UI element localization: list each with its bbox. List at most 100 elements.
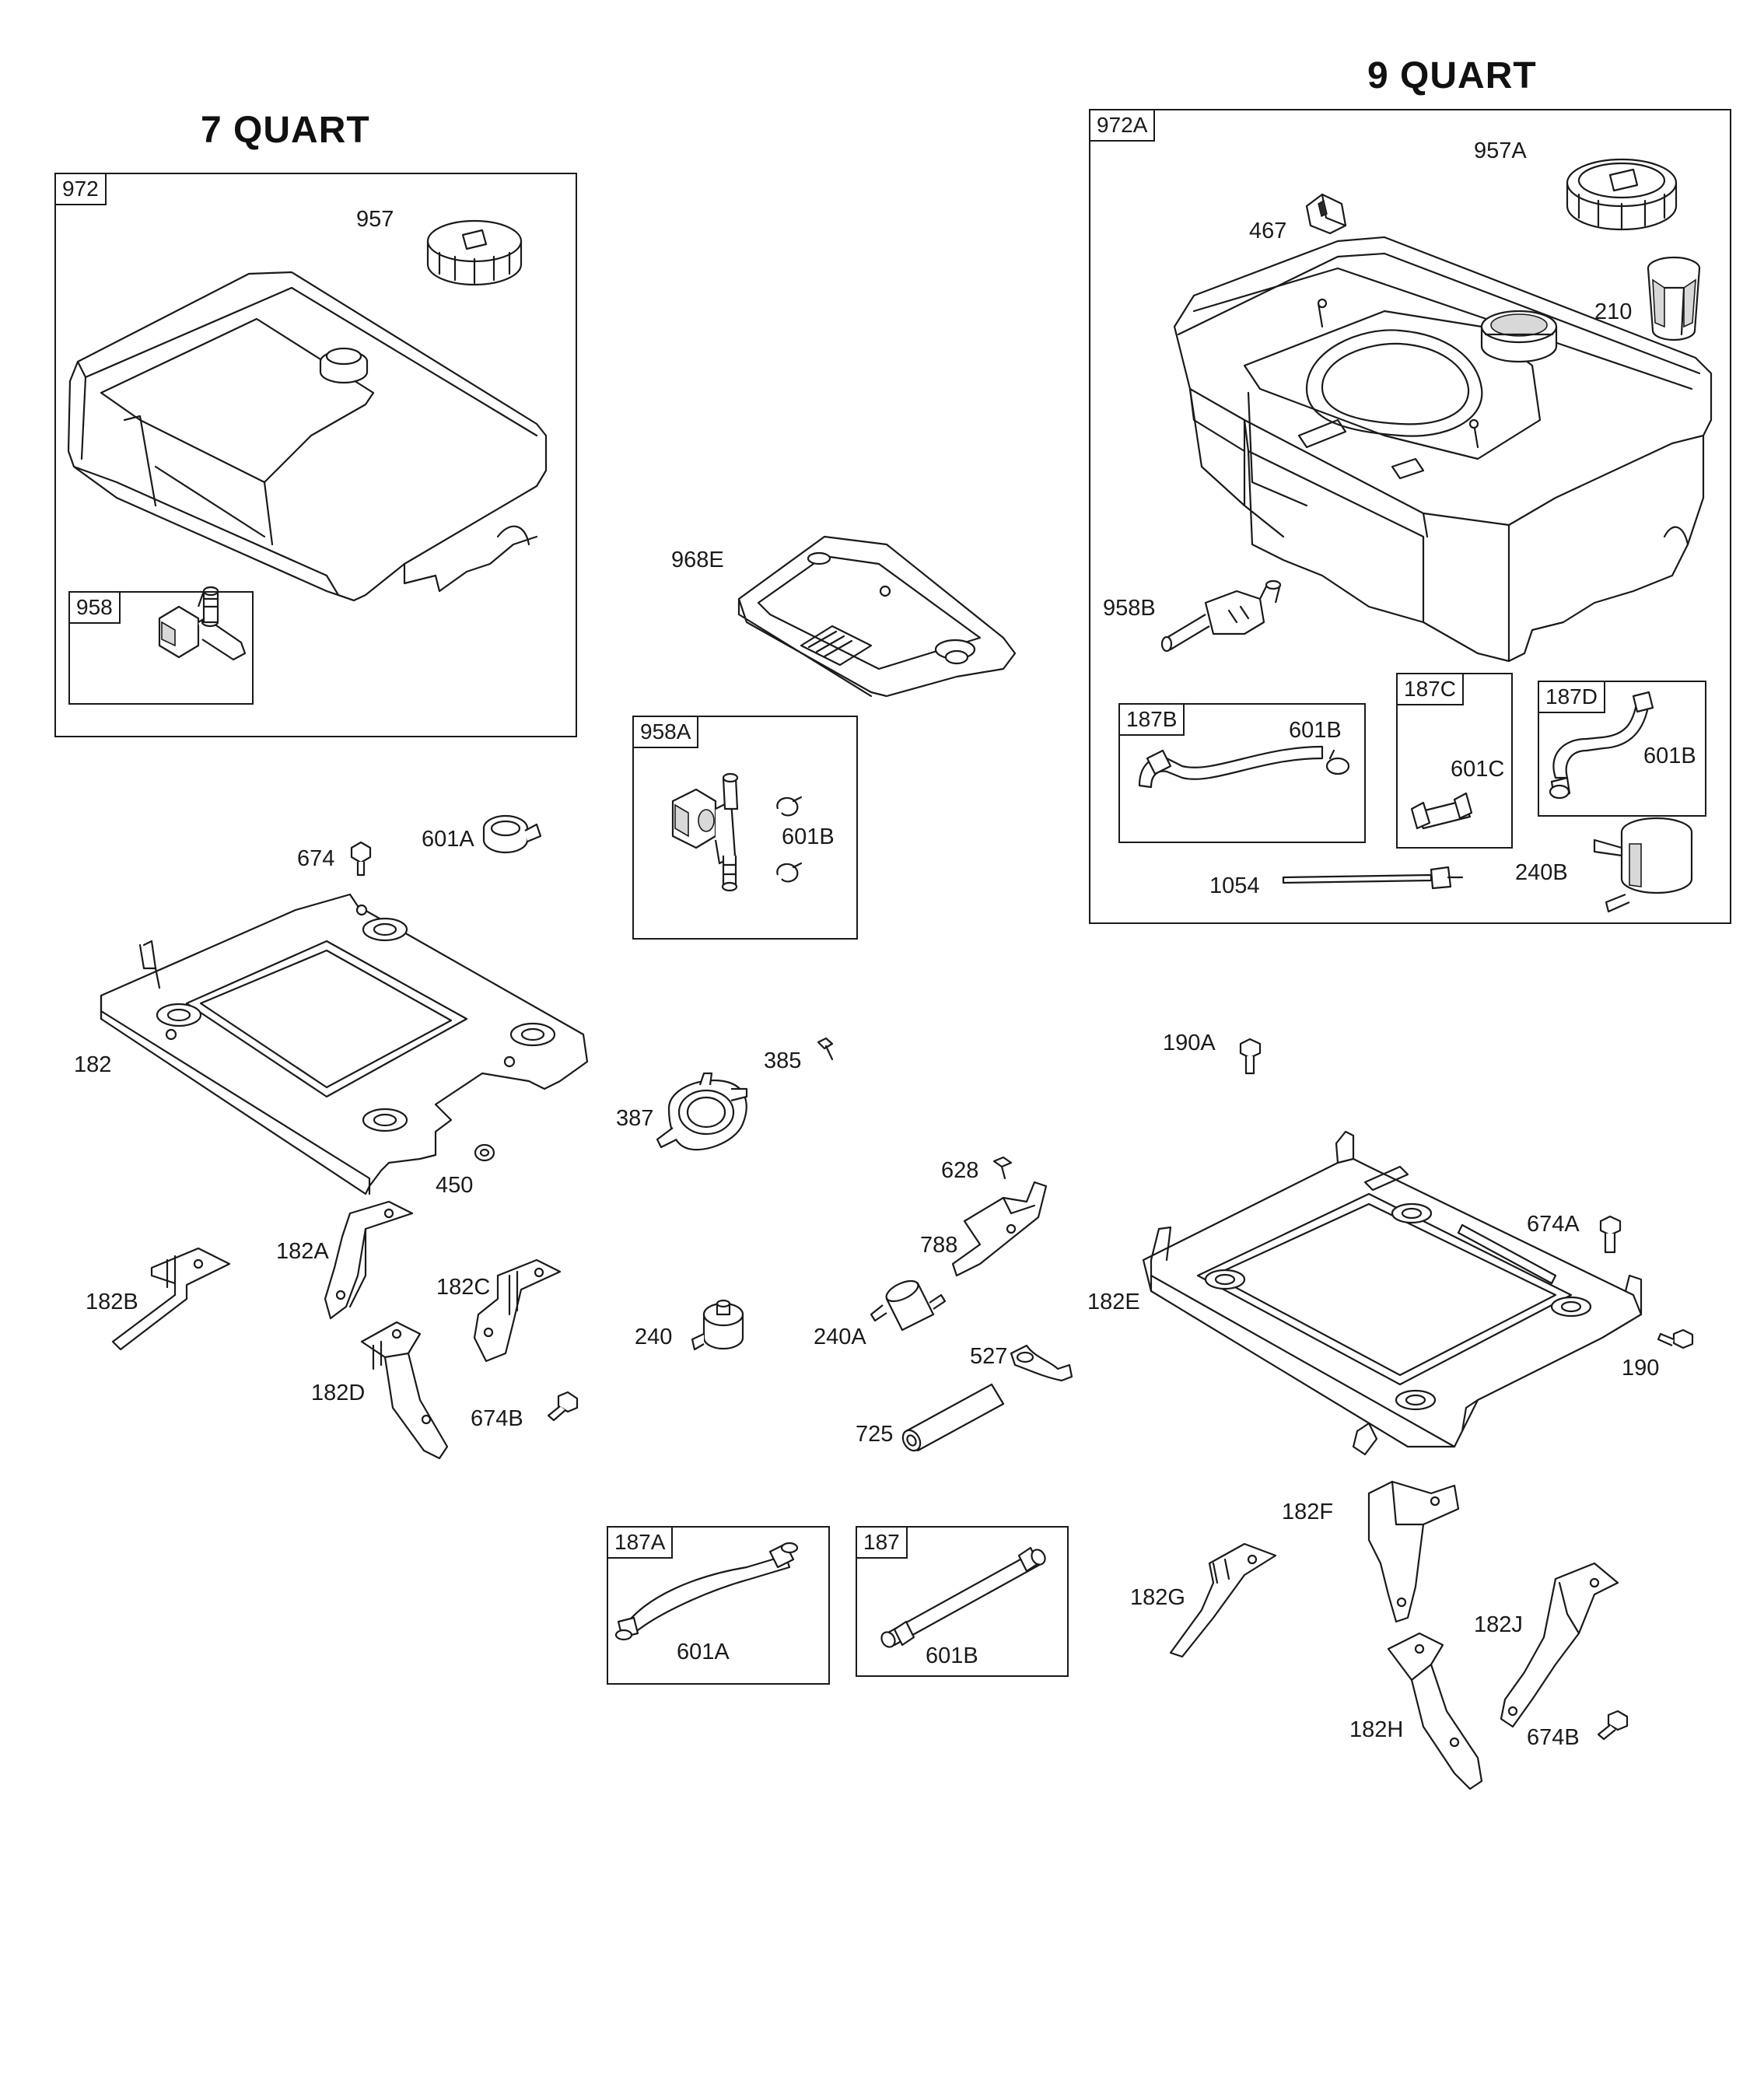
box-label-958A: 958A [632, 716, 699, 748]
fuel-line-187A [616, 1543, 797, 1640]
fuel-shutoff-valve-958B [1162, 581, 1280, 651]
group-box-972: 972 [54, 173, 577, 737]
callout-182G: 182G [1130, 1585, 1185, 1610]
callout-968E: 968E [671, 548, 724, 572]
box-label-187A: 187A [607, 1526, 674, 1559]
box-label-972: 972 [54, 173, 107, 205]
bolt-674 [352, 842, 370, 875]
callout-674A: 674A [1527, 1212, 1580, 1237]
bolt-674A [1601, 1216, 1620, 1252]
box-label-187C: 187C [1396, 673, 1464, 705]
box-label-972A: 972A [1089, 109, 1156, 142]
callout-240: 240 [635, 1325, 673, 1349]
callout-601B-958A: 601B [782, 824, 835, 849]
bracket-182C [474, 1260, 560, 1361]
mounting-frame-182E [1143, 1132, 1641, 1454]
clamp-527 [1011, 1346, 1072, 1381]
bracket-182D [362, 1322, 447, 1458]
callout-182F: 182F [1282, 1500, 1334, 1524]
box-label-187B: 187B [1118, 703, 1185, 736]
tube-725 [899, 1384, 1003, 1454]
callout-190: 190 [1622, 1356, 1660, 1381]
fuel-line-187C [1412, 793, 1472, 828]
callout-601B-187: 601B [926, 1643, 978, 1668]
bolt-674B-9-quart [1598, 1711, 1627, 1739]
group-box-187B: 187B [1118, 703, 1366, 843]
group-box-187A: 187A [607, 1526, 830, 1685]
heading-9-quart: 9 QUART [1367, 55, 1537, 96]
callout-182A: 182A [276, 1239, 329, 1264]
bracket-182B [113, 1248, 229, 1349]
box-label-187D: 187D [1538, 681, 1605, 713]
hose-clamp-601A [484, 816, 541, 852]
callout-674: 674 [297, 846, 335, 871]
callout-674B: 674B [471, 1406, 523, 1431]
fuel-strainer-210 [1648, 257, 1699, 340]
fuel-line-187B [1139, 747, 1349, 787]
callout-190A: 190A [1163, 1031, 1216, 1055]
hose-clamp-601B [777, 797, 801, 881]
callout-182B: 182B [86, 1290, 138, 1314]
callout-601A: 601A [422, 827, 474, 852]
mounting-plate-182 [101, 894, 587, 1194]
fuel-tank-9-quart [1174, 237, 1711, 661]
fuel-tank-7-quart [68, 272, 546, 600]
fuel-filter-240A [871, 1277, 945, 1330]
heading-7-quart: 7 QUART [201, 110, 370, 151]
callout-601B-187D: 601B [1643, 744, 1696, 768]
callout-182: 182 [74, 1052, 112, 1077]
callout-1054: 1054 [1209, 873, 1260, 898]
callout-182E: 182E [1087, 1290, 1140, 1314]
fuel-cap-957A [1567, 159, 1676, 229]
fuel-shutoff-valve-958A [673, 774, 737, 891]
fuel-line-187 [879, 1547, 1048, 1649]
fuel-filter-240B [1594, 818, 1692, 912]
group-box-972A: 972A [1089, 109, 1731, 924]
callout-467: 467 [1249, 219, 1287, 243]
fuel-line-187D [1550, 692, 1653, 798]
callout-601B-187B: 601B [1289, 718, 1342, 743]
fuel-shutoff-valve-958 [159, 587, 245, 660]
bracket-182J [1501, 1563, 1618, 1727]
callout-182J: 182J [1474, 1612, 1523, 1637]
callout-450: 450 [436, 1173, 474, 1198]
bolt-190 [1658, 1330, 1692, 1348]
bolt-674B [548, 1392, 577, 1420]
bracket-182A [325, 1202, 412, 1318]
callout-958B: 958B [1103, 596, 1156, 621]
callout-240A: 240A [814, 1325, 866, 1349]
cable-tie-1054 [1283, 867, 1462, 888]
knob-467 [1307, 194, 1346, 233]
callout-210: 210 [1594, 299, 1633, 324]
bracket-182H [1388, 1633, 1482, 1789]
callout-957A: 957A [1474, 138, 1527, 163]
callout-387: 387 [616, 1106, 654, 1131]
callout-674B-9-quart: 674B [1527, 1725, 1580, 1750]
callout-182H: 182H [1349, 1717, 1404, 1742]
screw-628 [994, 1157, 1011, 1178]
callout-182D: 182D [311, 1381, 366, 1405]
fuel-filter-240 [692, 1300, 743, 1349]
washer-450 [475, 1145, 494, 1160]
group-box-187C: 187C [1396, 673, 1513, 849]
box-label-958: 958 [68, 591, 121, 624]
callout-601A-187A: 601A [677, 1640, 730, 1664]
box-label-187: 187 [856, 1526, 908, 1559]
callout-628: 628 [941, 1158, 979, 1183]
callout-182C: 182C [436, 1275, 491, 1300]
group-box-187D: 187D [1538, 681, 1706, 817]
bracket-182G [1171, 1544, 1276, 1657]
bracket-788 [953, 1182, 1046, 1276]
callout-527: 527 [970, 1344, 1008, 1369]
callout-725: 725 [856, 1422, 894, 1447]
group-box-958: 958 [68, 591, 254, 705]
group-box-187: 187 [856, 1526, 1069, 1677]
fuel-cap-957 [428, 221, 521, 285]
screw-385 [818, 1038, 832, 1059]
bracket-182F [1369, 1482, 1458, 1622]
fuel-pump-387 [657, 1073, 747, 1150]
group-box-958A: 958A [632, 716, 858, 940]
callout-788: 788 [920, 1233, 958, 1258]
